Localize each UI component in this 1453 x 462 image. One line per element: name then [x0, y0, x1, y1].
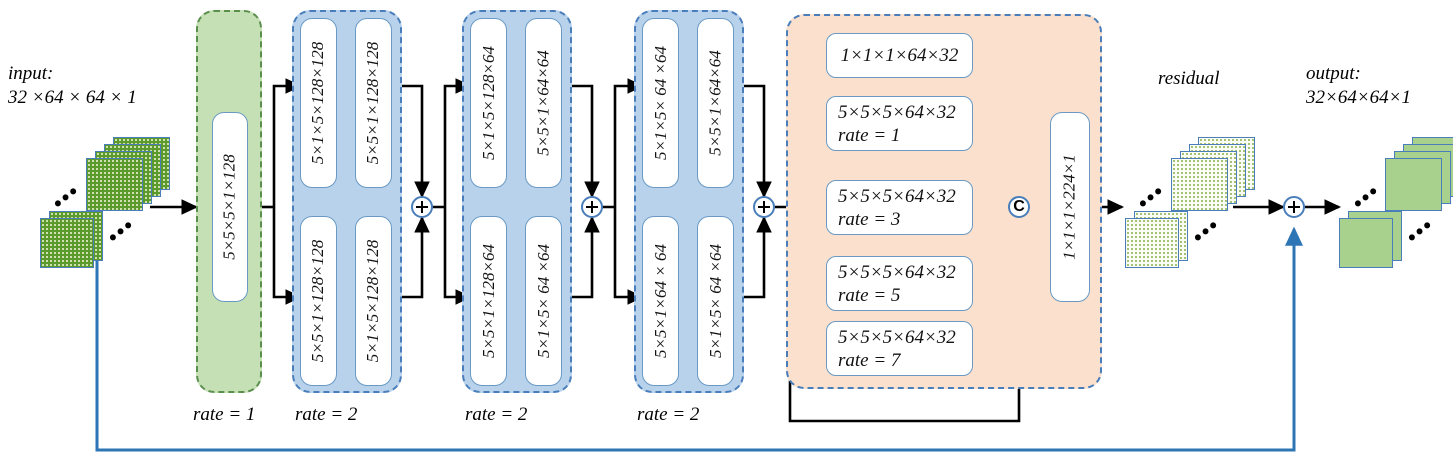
global-residual-connection [95, 226, 1303, 452]
conv-node-b1-r1-c2[interactable]: 5×5×1×128×128 [355, 18, 392, 188]
conv-node-b2-r1-c2[interactable]: 5×5×1×64×64 [525, 18, 562, 188]
add-junction-3[interactable] [753, 196, 775, 218]
conv-node-b2-r1-c1[interactable]: 5×1×5×128×64 [470, 18, 507, 188]
conv-node-b2-r2-c2[interactable]: 5×1×5× 64 ×64 [525, 216, 562, 386]
conv-node-b3-r2-c2[interactable]: 5×1×5× 64 ×64 [697, 216, 734, 386]
aspp-branch-1[interactable]: 1×1×1×64×32 [826, 33, 973, 78]
conv-node-b3-r2-c1[interactable]: 5×5×1×64 × 64 [642, 216, 679, 386]
residual-label: residual [1158, 68, 1220, 89]
conv-node-b1-r2-c2[interactable]: 5×1×5×128×128 [355, 216, 392, 386]
rate-label-block-1: rate = 2 [295, 404, 358, 425]
conv-node-b1-r2-c1[interactable]: 5×5×1×128×128 [300, 216, 337, 386]
conv-node-final[interactable]: 1×1×1×224×1 [1050, 112, 1090, 302]
rate-label-stem: rate = 1 [193, 404, 256, 425]
output-label: output:32×64×64×1 [1306, 63, 1411, 108]
conv-node-b3-r1-c1[interactable]: 5×1×5× 64 ×64 [642, 18, 679, 188]
input-label: input:32 ×64 × 64 × 1 [8, 63, 137, 108]
conv-node-stem[interactable]: 5×5×5×1×128 [212, 112, 248, 302]
conv-node-b1-r1-c1[interactable]: 5×1×5×128×128 [300, 18, 337, 188]
add-junction-output[interactable] [1283, 196, 1305, 218]
rate-label-block-2: rate = 2 [465, 404, 528, 425]
conv-node-b2-r2-c1[interactable]: 5×5×1×128×64 [470, 216, 507, 386]
conv-node-b3-r1-c2[interactable]: 5×5×1×64×64 [697, 18, 734, 188]
add-junction-1[interactable] [411, 196, 433, 218]
add-junction-2[interactable] [581, 196, 603, 218]
rate-label-block-3: rate = 2 [637, 404, 700, 425]
concat-junction[interactable]: C [1008, 196, 1030, 218]
